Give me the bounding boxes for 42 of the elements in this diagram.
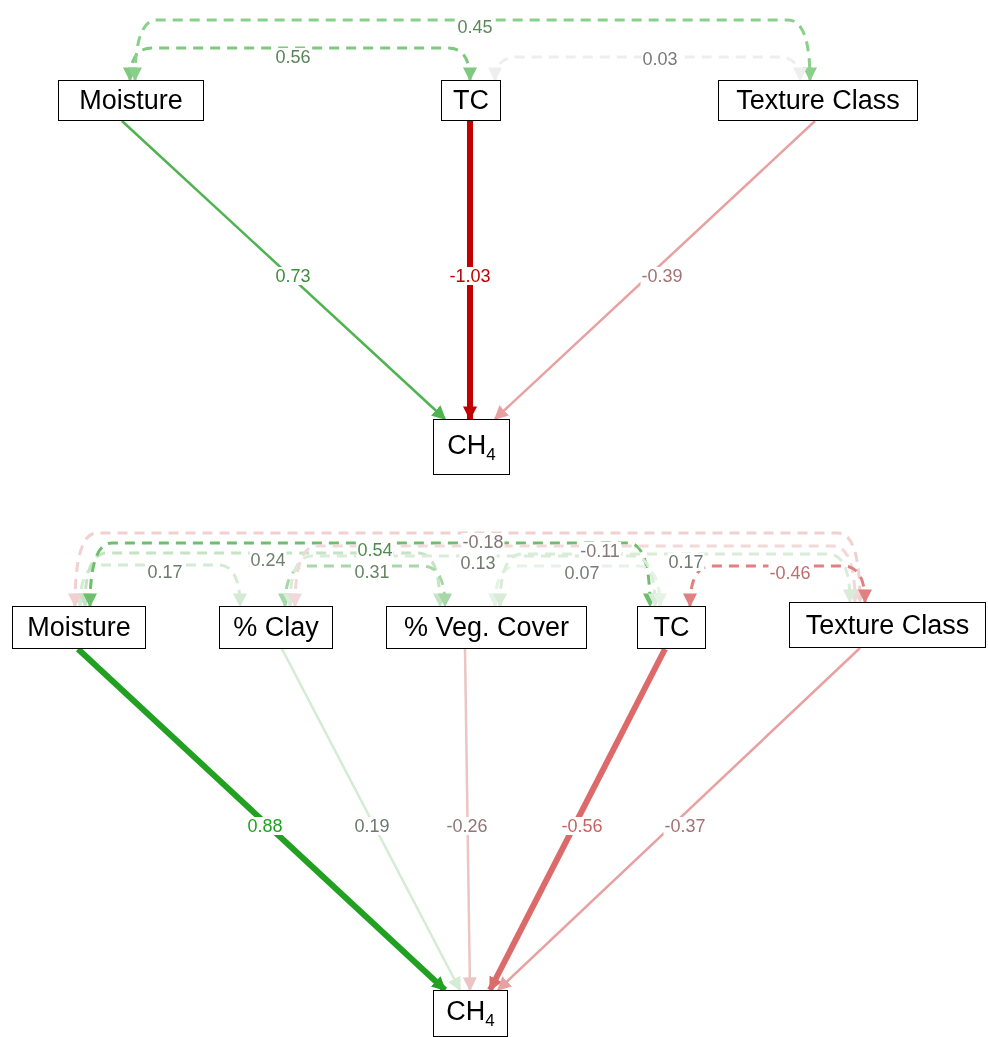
variable-box: Moisture (12, 606, 146, 649)
edge-label: 0.03 (641, 50, 679, 68)
edge-label: 0.73 (274, 267, 312, 285)
covariance-arrow (128, 18, 817, 82)
edge-label: -0.18 (461, 533, 505, 551)
variable-box: TC (441, 80, 501, 121)
path-arrow (494, 120, 816, 420)
edge-label: 0.07 (563, 564, 601, 582)
variable-box: TC (637, 606, 706, 649)
path-arrow (487, 647, 668, 992)
edge-label: -0.11 (579, 542, 621, 560)
covariance-arrow (488, 55, 807, 82)
edge-label: -0.46 (768, 564, 812, 582)
edge-label: 0.13 (459, 554, 497, 572)
edge-label: 0.54 (356, 541, 394, 559)
covariance-arrow (123, 46, 477, 82)
path-arrow (121, 120, 447, 420)
edge-label: -1.03 (448, 267, 492, 285)
edge-label: 0.19 (353, 817, 391, 835)
variable-box: Texture Class (718, 80, 918, 121)
variable-box: CH$_{4}$ (433, 419, 510, 475)
edge-label: 0.45 (456, 18, 494, 36)
edge-label: 0.88 (246, 817, 284, 835)
path-arrow (280, 648, 462, 992)
path-arrow (497, 647, 861, 991)
covariance-arrow (493, 552, 857, 608)
edge-label: 0.17 (146, 563, 184, 581)
edge-label: -0.39 (640, 267, 684, 285)
variable-box: CH$_{4}$ (433, 990, 508, 1037)
edge-label: 0.17 (667, 553, 705, 571)
edge-label: 0.24 (249, 551, 287, 569)
edge-label: 0.56 (274, 48, 312, 66)
path-arrow (463, 121, 477, 421)
variable-box: % Clay (219, 606, 333, 649)
edge-label: 0.31 (353, 563, 391, 581)
path-arrow (462, 649, 477, 992)
variable-box: Moisture (58, 80, 204, 121)
edge-label: -0.37 (663, 817, 707, 835)
edge-label: -0.26 (445, 817, 489, 835)
edge-label: -0.56 (560, 817, 604, 835)
variable-box: Texture Class (789, 602, 986, 648)
variable-box: % Veg. Cover (386, 606, 587, 649)
